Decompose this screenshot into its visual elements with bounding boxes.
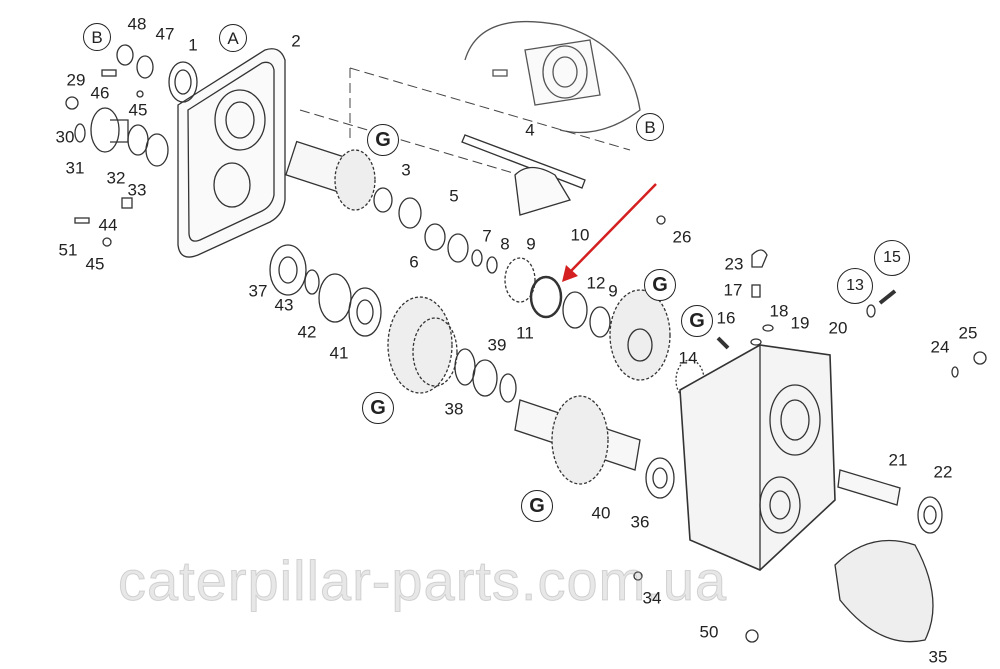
gear-housing-part-20 [679, 344, 836, 571]
part-number-label: 39 [487, 335, 507, 355]
part-number-label: 44 [98, 215, 118, 235]
part-number-label: 6 [409, 252, 419, 272]
part-number-label: 30 [55, 127, 75, 147]
watermark: caterpillar-parts.com.ua [117, 549, 728, 613]
part-number-label: 3 [401, 160, 411, 180]
callout-circle-label: G [521, 490, 553, 522]
part-number-label: 46 [90, 83, 110, 103]
part-number-label: 14 [678, 348, 698, 368]
part-number-label: 32 [106, 168, 126, 188]
part-number-label: 47 [155, 24, 175, 44]
part-number-label: 9 [526, 234, 536, 254]
part-number-label: 24 [930, 337, 950, 357]
part-number-label: 41 [329, 343, 349, 363]
part-number-label: 23 [724, 254, 744, 274]
part-number-label: 9 [608, 281, 618, 301]
callout-circle-label: A [219, 24, 247, 52]
callout-circle-label: G [367, 124, 399, 156]
part-number-label: 26 [672, 227, 692, 247]
part-number-label: 31 [65, 158, 85, 178]
highlight-arrow [562, 183, 657, 282]
part-number-label: 22 [933, 462, 953, 482]
motor-flange-part [464, 20, 641, 134]
upper-gear-train [285, 140, 705, 401]
part-number-label: 25 [958, 323, 978, 343]
callout-circle-label: G [362, 392, 394, 424]
part-number-label: 11 [516, 323, 534, 343]
output-shaft-part-40 [514, 395, 675, 499]
part-number-label: 33 [127, 180, 147, 200]
part-number-label: 37 [248, 281, 268, 301]
part-number-label: 40 [591, 503, 611, 523]
part-number-label: 29 [66, 70, 86, 90]
part-number-label: 2 [291, 31, 301, 51]
left-small-parts [65, 44, 198, 247]
part-number-label: 38 [444, 399, 464, 419]
part-number-label: 19 [790, 313, 810, 333]
part-number-label: 42 [297, 322, 317, 342]
part-number-label: 51 [58, 240, 78, 260]
cover-plate-part-2 [177, 48, 286, 258]
part-number-label: 1 [188, 35, 198, 55]
part-number-label: 21 [888, 450, 908, 470]
part-number-label: 20 [828, 318, 848, 338]
part-number-label: 35 [928, 647, 948, 667]
part-number-label: 50 [699, 622, 719, 642]
callout-circle-label: 13 [837, 268, 873, 304]
part-number-label: 12 [586, 273, 606, 293]
part-number-label: 18 [769, 301, 789, 321]
part-number-label: 16 [716, 308, 736, 328]
part-number-label: 7 [482, 226, 492, 246]
callout-circle-label: 15 [874, 240, 910, 276]
shift-shaft-part-4 [461, 134, 586, 216]
middle-gear-train [269, 244, 517, 403]
part-number-label: 10 [570, 225, 590, 245]
part-number-label: 48 [127, 14, 147, 34]
callout-circle-label: G [681, 305, 713, 337]
part-number-label: 8 [500, 234, 510, 254]
right-small-parts [633, 215, 987, 643]
part-number-label: 43 [274, 295, 294, 315]
part-number-label: 4 [525, 120, 535, 140]
callout-circle-label: B [83, 23, 111, 51]
callout-circle-label: G [644, 269, 676, 301]
part-number-label: 17 [723, 280, 743, 300]
part-number-label: 5 [449, 186, 459, 206]
part-number-label: 34 [642, 588, 662, 608]
part-number-label: 36 [630, 512, 650, 532]
part-number-label: 45 [85, 254, 105, 274]
part-number-label: 45 [128, 100, 148, 120]
callout-circle-label: B [636, 113, 664, 141]
